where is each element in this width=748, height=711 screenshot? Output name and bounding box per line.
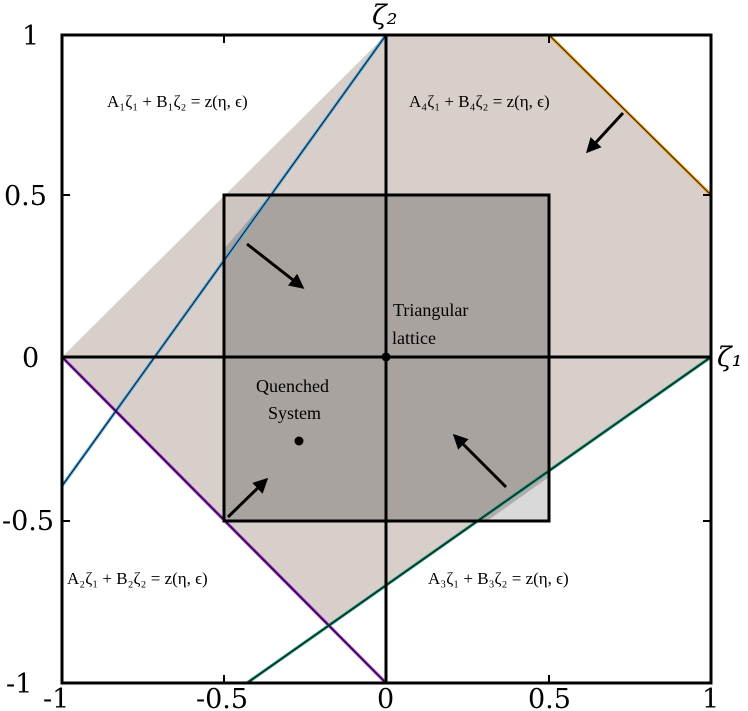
arrow-lower-left bbox=[226, 477, 269, 519]
triangular-lattice-point bbox=[381, 352, 391, 362]
x-tick-label: 0 bbox=[377, 684, 394, 711]
equation-2: A₂ζ₁ + B₂ζ₂ = z(η, ϵ) bbox=[67, 569, 208, 588]
quenched-system-point bbox=[294, 436, 304, 446]
boundary-line-4-edge bbox=[548, 34, 712, 196]
y-tick-label: 0.5 bbox=[4, 181, 47, 212]
arrow-upper-right bbox=[585, 111, 625, 154]
y-axis-name: ζ₂ bbox=[372, 0, 397, 31]
x-tick-marks bbox=[61, 35, 712, 683]
arrow-upper-left bbox=[246, 242, 305, 289]
system-label: System bbox=[268, 403, 321, 423]
quenched-label: Quenched bbox=[256, 376, 329, 396]
y-tick-label: 0 bbox=[22, 343, 39, 374]
equation-1: A₁ζ₁ + B₁ζ₂ = z(η, ϵ) bbox=[107, 92, 248, 111]
equation-3: A₃ζ₁ + B₃ζ₂ = z(η, ϵ) bbox=[428, 569, 569, 588]
y-tick-marks bbox=[62, 194, 711, 522]
equation-4: A₄ζ₁ + B₄ζ₂ = z(η, ϵ) bbox=[409, 92, 550, 111]
x-axis-name: ζ₁ bbox=[717, 342, 742, 373]
x-tick-label: 1 bbox=[702, 684, 719, 711]
arrow-lower-right bbox=[452, 433, 508, 489]
lattice-label: lattice bbox=[392, 328, 436, 348]
triangular-label: Triangular bbox=[393, 300, 468, 320]
y-tick-label: -0.5 bbox=[2, 506, 54, 537]
x-tick-label: 0.5 bbox=[528, 684, 571, 711]
x-tick-label: -0.5 bbox=[196, 684, 248, 711]
x-tick-label: -1 bbox=[43, 684, 69, 711]
y-tick-label: -1 bbox=[6, 669, 32, 700]
y-tick-label: 1 bbox=[22, 21, 39, 52]
